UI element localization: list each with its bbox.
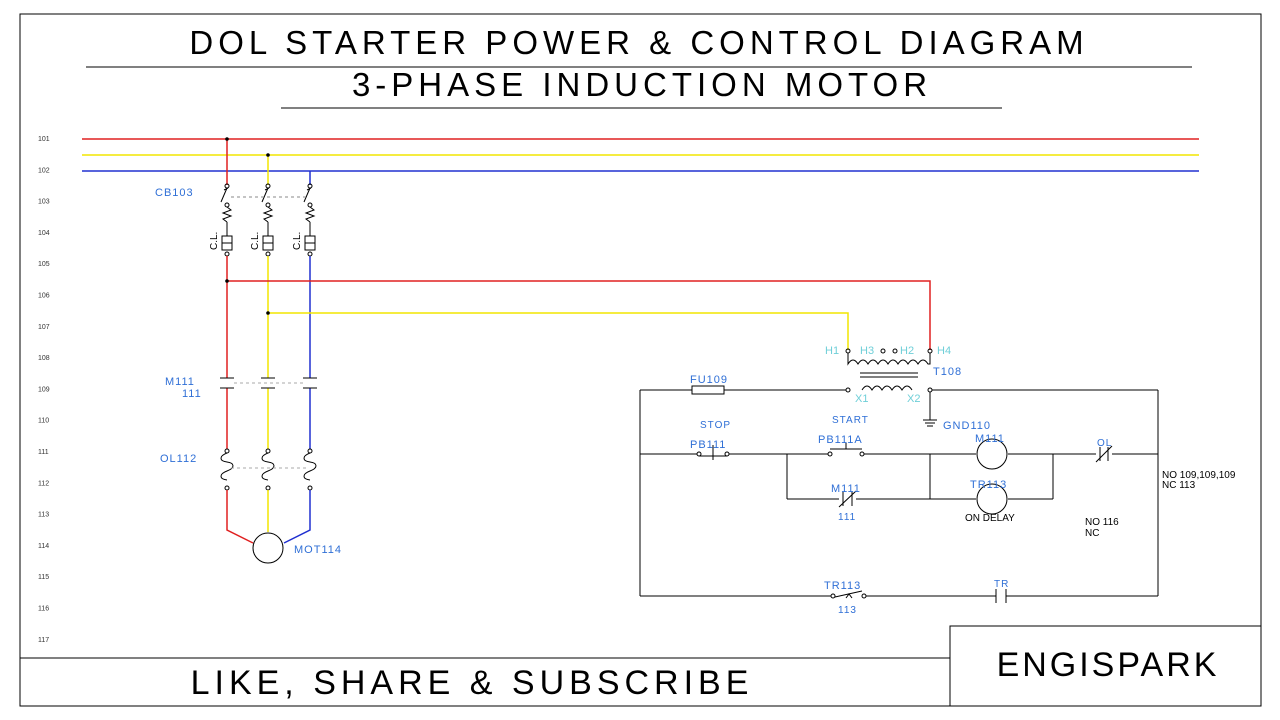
transformer-feed xyxy=(225,279,931,350)
contactor-ref: 111 xyxy=(182,388,202,400)
line-number: 110 xyxy=(38,418,49,425)
control-transformer xyxy=(845,348,933,393)
seal-in-contact xyxy=(838,490,857,508)
stop-tag: PB111 xyxy=(690,439,726,451)
terminal-h1: H1 xyxy=(825,345,839,357)
xref-nc-2: NC xyxy=(1085,528,1099,539)
timer-coil xyxy=(976,483,1008,515)
timer-contact-ref: 113 xyxy=(838,605,857,616)
timer-label: TR113 xyxy=(970,479,1007,491)
stop-pushbutton xyxy=(696,445,730,460)
current-limiter-label-3: C.L. xyxy=(292,232,303,250)
motor xyxy=(226,490,311,564)
brand-name: ENGISPARK xyxy=(997,646,1220,684)
line-number: 102 xyxy=(38,167,50,174)
terminal-h4: H4 xyxy=(937,345,951,357)
start-tag: PB111A xyxy=(818,434,863,446)
contactor-label: M111 xyxy=(165,376,195,388)
line-number: 113 xyxy=(38,512,49,519)
fuse-label: FU109 xyxy=(690,374,728,386)
title-line-2: 3-PHASE INDUCTION MOTOR xyxy=(352,66,932,103)
coil-label: M111 xyxy=(975,433,1005,445)
line-number: 116 xyxy=(38,606,49,613)
line-number: 109 xyxy=(38,386,50,393)
line-number: 115 xyxy=(38,574,49,581)
tr-contact xyxy=(995,589,1007,603)
stop-caption: STOP xyxy=(700,420,731,431)
phase-droppers xyxy=(225,137,311,185)
brand-box xyxy=(949,625,1262,707)
overload-relay xyxy=(220,448,317,491)
current-limiter-label-2: C.L. xyxy=(250,232,261,250)
ground-label: GND110 xyxy=(943,420,991,432)
tr-contact-label: TR xyxy=(994,579,1009,590)
breaker-label: CB103 xyxy=(155,187,194,199)
timer-caption: ON DELAY xyxy=(965,513,1015,524)
title-line-1: DOL STARTER POWER & CONTROL DIAGRAM xyxy=(189,24,1088,61)
main-contactor xyxy=(220,377,317,389)
start-caption: START xyxy=(832,415,869,426)
seal-in-ref: 111 xyxy=(838,512,856,523)
line-number: 104 xyxy=(38,230,50,237)
terminal-x2: X2 xyxy=(907,393,920,405)
overload-contact-label: OL xyxy=(1097,438,1112,449)
drawing-border xyxy=(19,13,1262,707)
circuit-breaker xyxy=(220,183,316,223)
terminal-h3: H3 xyxy=(860,345,874,357)
xref-nc-1: NC 113 xyxy=(1162,480,1196,491)
overload-contact xyxy=(1095,445,1113,463)
terminal-h2: H2 xyxy=(900,345,914,357)
line-number: 106 xyxy=(38,293,50,300)
line-number: 112 xyxy=(38,480,49,487)
line-number: 107 xyxy=(38,324,50,331)
line-number: 108 xyxy=(38,355,50,362)
terminal-x1: X1 xyxy=(855,393,868,405)
motor-label: MOT114 xyxy=(294,544,342,556)
contactor-coil xyxy=(976,438,1008,470)
current-limiters xyxy=(221,222,316,257)
ground-symbol xyxy=(923,392,937,427)
seal-in-label: M111 xyxy=(831,483,861,495)
start-pushbutton xyxy=(827,443,865,457)
xref-no-2: NO 116 xyxy=(1085,517,1119,528)
footer-cta: LIKE, SHARE & SUBSCRIBE xyxy=(191,664,754,702)
line-number: 111 xyxy=(38,449,49,456)
timer-contact xyxy=(830,590,867,599)
line-number: 114 xyxy=(38,543,49,550)
line-number: 105 xyxy=(38,261,50,268)
overload-label: OL112 xyxy=(160,453,197,465)
timer-contact-label: TR113 xyxy=(824,580,861,592)
line-number: 103 xyxy=(38,199,50,206)
phase-conductors xyxy=(226,256,311,449)
line-number: 117 xyxy=(38,637,49,644)
line-number: 101 xyxy=(38,136,50,143)
xref-no-1: NO 109,109,109 xyxy=(1162,470,1236,481)
current-limiter-label-1: C.L. xyxy=(209,232,220,250)
control-wiring xyxy=(639,385,1159,597)
line-number-column: 101 102 103 104 105 106 107 108 109 110 111 112 113 1… xyxy=(38,136,50,644)
transformer-label: T108 xyxy=(933,366,962,378)
